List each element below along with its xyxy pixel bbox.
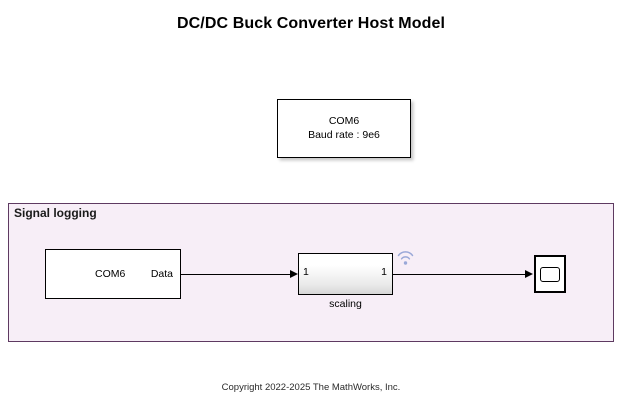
scaling-output-port-number: 1 (381, 266, 387, 278)
scope-icon (540, 266, 560, 282)
arrow-head-scope-input (525, 269, 533, 278)
page-title: DC/DC Buck Converter Host Model (176, 15, 446, 32)
arrow-head-scaling-input (290, 269, 298, 278)
scaling-subsystem-block[interactable]: 1 1 (298, 253, 393, 295)
config-port-name: COM6 (328, 115, 360, 127)
serial-receive-port-name: COM6 (95, 268, 126, 280)
config-baud-rate: Baud rate : 9e6 (308, 128, 380, 141)
signal-line-receive-to-scaling (181, 274, 291, 275)
broadcast-icon (396, 250, 415, 267)
scaling-block-label: scaling (329, 298, 362, 310)
serial-configuration-block[interactable]: COM6 Baud rate : 9e6 (277, 99, 411, 158)
serial-receive-output-port-label: Data (150, 268, 173, 280)
scope-block[interactable] (534, 255, 566, 293)
scaling-input-port-number: 1 (303, 266, 309, 278)
copyright-text: Copyright 2022-2025 The MathWorks, Inc. (221, 382, 401, 393)
serial-receive-block[interactable]: COM6 Data (45, 249, 181, 299)
signal-line-scaling-to-scope (393, 274, 526, 275)
signal-logging-label: Signal logging (14, 206, 97, 220)
